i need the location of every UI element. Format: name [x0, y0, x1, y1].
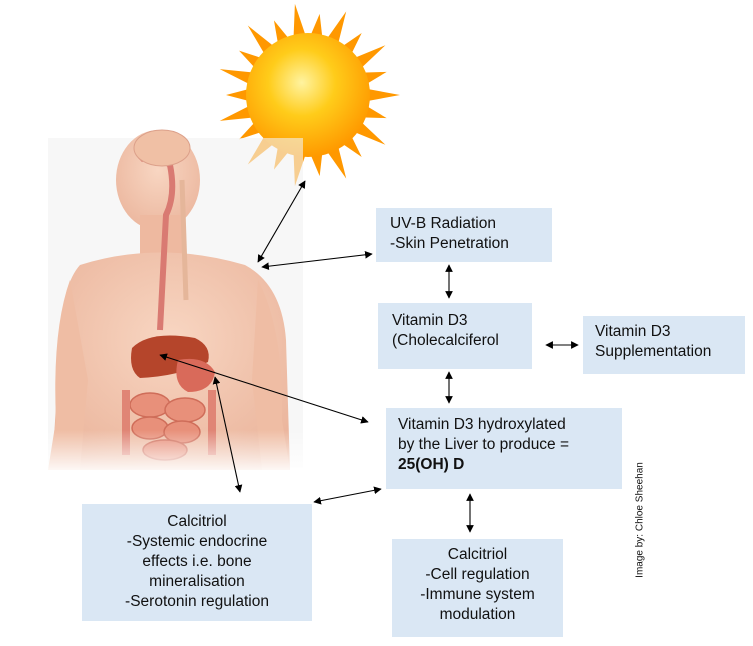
calcitriol-cell-box: Calcitriol -Cell regulation -Immune syst…	[392, 539, 563, 637]
sun-ray	[293, 3, 307, 39]
vitamin-d3-subtitle: (Cholecalciferol	[392, 332, 499, 349]
calcitriol-systemic-line-3: effects i.e. bone	[142, 553, 252, 570]
arrow-sun-skin	[257, 180, 306, 263]
arrows	[159, 180, 579, 533]
hydroxylated-line-2: by the Liver to produce =	[398, 436, 570, 453]
image-credit: Image by: Chloe Sheehan	[634, 462, 646, 578]
sun-ray	[219, 69, 255, 85]
supplementation-title: Vitamin D3	[595, 323, 671, 340]
uvb-title: UV-B Radiation	[390, 215, 496, 232]
sun-ray	[326, 144, 347, 179]
hydroxylated-box: Vitamin D3 hydroxylated by the Liver to …	[386, 408, 622, 489]
uvb-radiation-box: UV-B Radiation -Skin Penetration	[376, 208, 552, 262]
calcitriol-systemic-title: Calcitriol	[167, 513, 227, 530]
vitamin-d3-box: Vitamin D3 (Cholecalciferol	[378, 303, 532, 369]
hydroxylated-line-1: Vitamin D3 hydroxylated	[398, 416, 566, 433]
supplementation-box: Vitamin D3 Supplementation	[583, 316, 745, 374]
calcitriol-systemic-line-4: mineralisation	[149, 573, 245, 590]
arrow-hydroxylated-calcitriol-systemic	[313, 486, 382, 505]
calcitriol-systemic-line-5: -Serotonin regulation	[125, 593, 269, 610]
supplementation-subtitle: Supplementation	[595, 343, 712, 360]
sun-ray	[219, 105, 255, 121]
vitamin-d3-title: Vitamin D3	[392, 312, 468, 329]
uvb-subtitle: -Skin Penetration	[390, 235, 509, 252]
calcitriol-cell-title: Calcitriol	[447, 546, 508, 563]
hydroxylated-product: 25(OH) D	[398, 456, 465, 473]
calcitriol-cell-line-4: modulation	[439, 606, 516, 623]
sun-ray	[365, 88, 400, 102]
human-body-illustration	[40, 129, 310, 475]
calcitriol-cell-line-3: -Immune system	[420, 586, 535, 603]
arrow-liver-hydroxylated	[159, 353, 369, 424]
arrow-skin-uvb	[261, 250, 373, 271]
sun-ray	[326, 11, 347, 46]
sun-ray	[309, 151, 323, 177]
calcitriol-systemic-box: Calcitriol -Systemic endocrine effects i…	[82, 504, 312, 621]
arrow-liver-calcitriol	[212, 376, 243, 493]
sun-ray	[226, 88, 251, 102]
sun-ray	[309, 13, 323, 39]
sun-icon	[219, 3, 400, 187]
calcitriol-cell-line-2: -Cell regulation	[425, 566, 530, 583]
calcitriol-systemic-line-2: -Systemic endocrine	[126, 533, 268, 550]
